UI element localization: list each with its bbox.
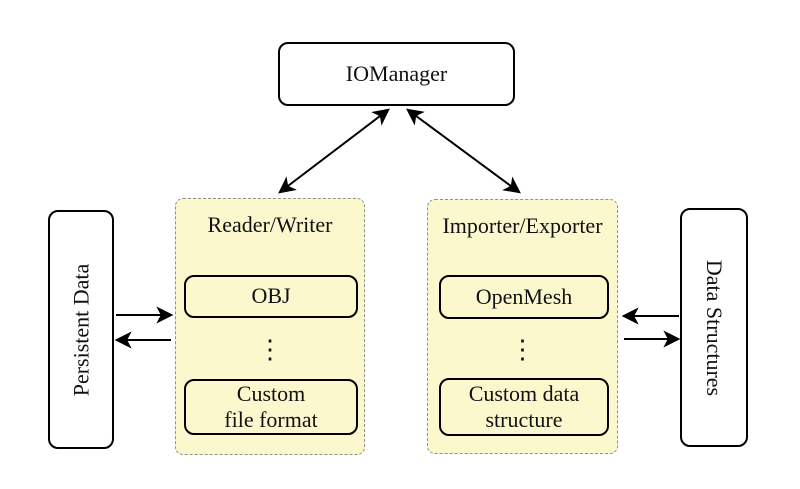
node-iomanager: IOManager	[278, 42, 515, 106]
node-data-structures: Data Structures	[680, 208, 748, 447]
node-openmesh-label: OpenMesh	[475, 283, 573, 309]
node-persistent-data-label: Persistent Data	[68, 263, 93, 396]
node-custom-file-format-label: Custom file format	[224, 380, 318, 432]
node-custom-data-structure: Custom data structure	[439, 378, 609, 436]
group-reader-writer-title: Reader/Writer	[207, 212, 333, 237]
ellipsis-reader-writer: ⋮	[257, 335, 283, 364]
ellipsis-importer-exporter: ⋮	[509, 335, 536, 364]
node-custom-file-format: Custom file format	[184, 379, 358, 435]
node-obj: OBJ	[184, 275, 358, 318]
arrow-iomanager-reader-writer	[278, 108, 390, 194]
node-obj-label: OBJ	[251, 283, 291, 309]
group-importer-exporter-title: Importer/Exporter	[442, 213, 603, 238]
group-reader-writer: Reader/Writer OBJ ⋮ Custom file format	[175, 198, 365, 455]
node-data-structures-label: Data Structures	[702, 259, 728, 396]
node-custom-data-structure-label: Custom data structure	[468, 380, 580, 432]
node-iomanager-label: IOManager	[345, 61, 448, 86]
group-importer-exporter: Importer/Exporter OpenMesh ⋮ Custom data…	[427, 199, 618, 454]
node-persistent-data: Persistent Data	[48, 210, 114, 449]
arrow-iomanager-importer-exporter	[406, 108, 521, 194]
node-openmesh: OpenMesh	[439, 275, 609, 319]
